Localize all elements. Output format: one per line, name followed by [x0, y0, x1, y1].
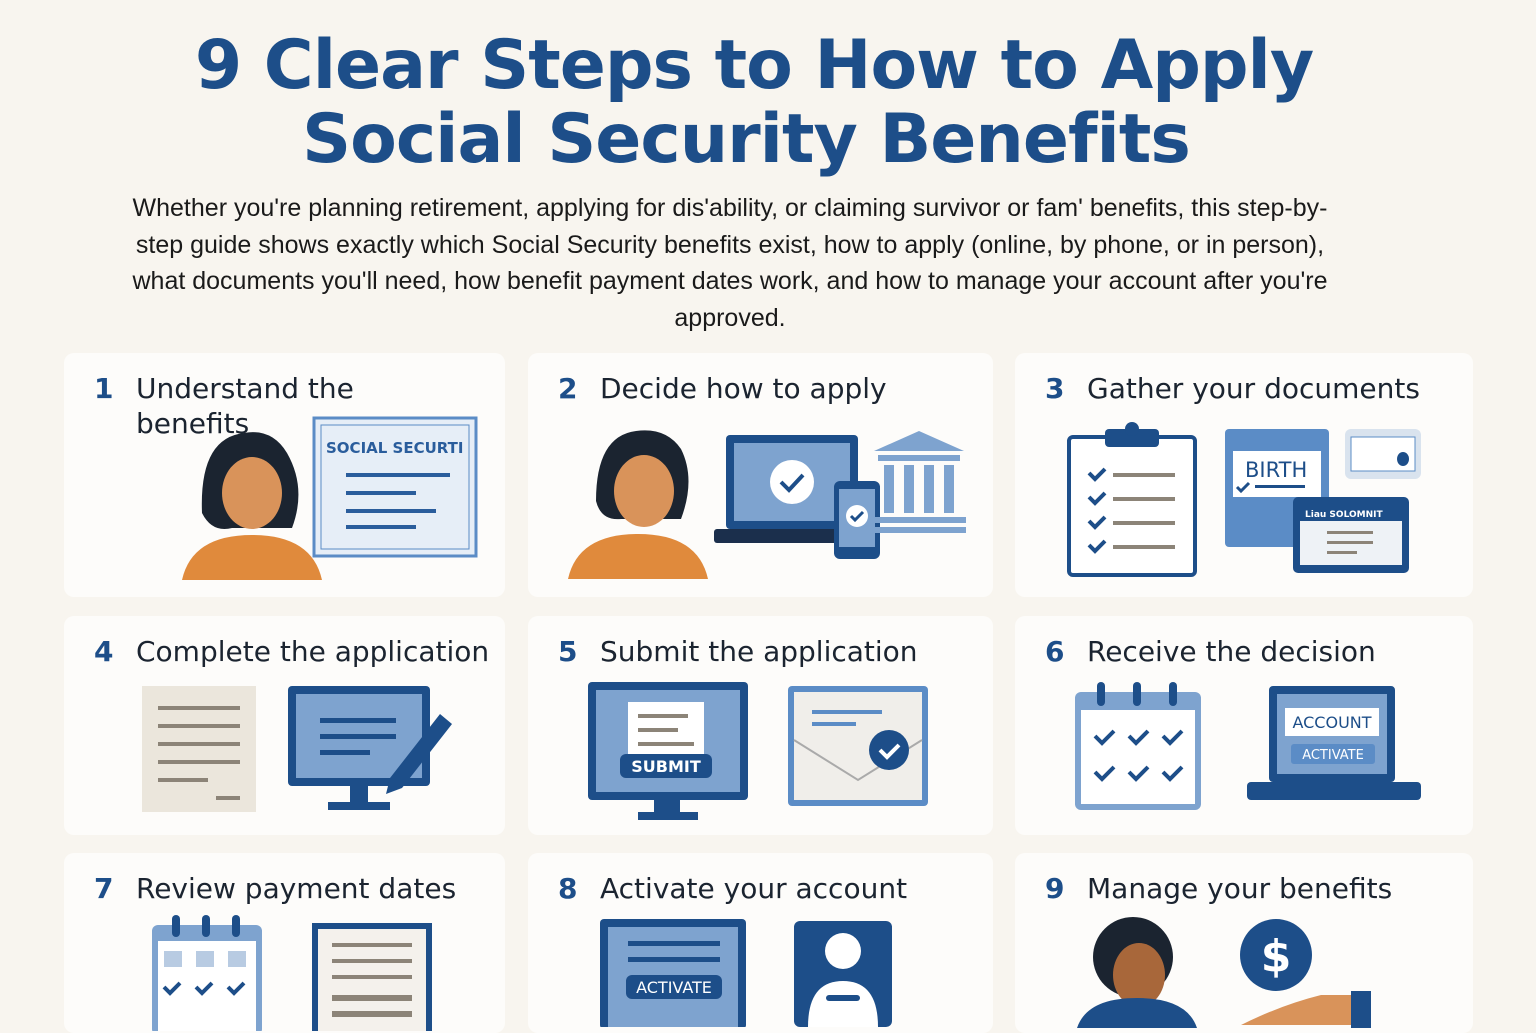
- step-number: 9: [1045, 872, 1065, 905]
- dollar-symbol: $: [1261, 931, 1292, 982]
- step-number: 4: [94, 635, 114, 668]
- step-card-2: 2 Decide how to apply: [528, 353, 993, 597]
- step-label: Understand the benefits: [136, 372, 354, 440]
- step-card-8: 8 Activate your account ACTIVATE: [528, 853, 993, 1033]
- phone-icon: [834, 481, 880, 559]
- step-label: Review payment dates: [136, 872, 457, 905]
- step-label: Decide how to apply: [600, 372, 887, 405]
- birth-certificate-title: BIRTH: [1245, 458, 1307, 482]
- activate-button[interactable]: ACTIVATE: [626, 975, 722, 999]
- activate-label: ACTIVATE: [1302, 748, 1364, 763]
- calendar-icon: [1075, 682, 1201, 810]
- ss-card-title: Liau SOLOMNIT: [1305, 510, 1383, 520]
- dollar-coin-icon: $: [1240, 919, 1312, 991]
- government-building-icon: [866, 431, 966, 533]
- laptop-icon: ACCOUNT ACTIVATE: [1247, 686, 1421, 800]
- submit-label: SUBMIT: [631, 757, 701, 776]
- account-screen-label: ACCOUNT: [1292, 713, 1371, 732]
- step-card-6: 6 Receive the decision ACCOUNT ACTIVATE: [1015, 616, 1473, 835]
- decision-illustration: ACCOUNT ACTIVATE: [1075, 682, 1421, 810]
- computer-monitor-icon: [588, 682, 748, 820]
- user-profile-icon: [794, 921, 892, 1027]
- checklist-clipboard-icon: [1067, 422, 1197, 577]
- social-security-card-icon: Liau SOLOMNIT: [1293, 497, 1409, 573]
- laptop-icon: ACTIVATE: [600, 919, 746, 1027]
- envelope-icon: [788, 686, 928, 806]
- step-card-3: 3 Gather your documents BIRTH Liau SOLOMN…: [1015, 353, 1473, 597]
- step-number: 7: [94, 872, 114, 905]
- step-label: Receive the decision: [1087, 635, 1376, 668]
- step-card-1: 1 Understand the benefits SOCIAL SECURTI: [64, 353, 505, 597]
- step-label: Complete the application: [136, 635, 490, 668]
- page-title-line-2: Social Security Benefits: [302, 100, 1191, 179]
- documents-illustration: BIRTH Liau SOLOMNIT: [1067, 422, 1421, 577]
- person-with-card-illustration: SOCIAL SECURTI: [182, 416, 478, 580]
- activate-account-illustration: ACTIVATE: [600, 919, 892, 1027]
- person-icon: [1077, 917, 1197, 1028]
- page-title-line-1: 9 Clear Steps to How to Apply: [194, 26, 1314, 105]
- intro-text: Whether you're planning retirement, appl…: [132, 194, 1328, 332]
- step-label: Manage your benefits: [1087, 872, 1393, 905]
- laptop-icon: [714, 435, 870, 543]
- activate-button[interactable]: ACTIVATE: [1291, 744, 1375, 764]
- payment-dates-illustration: [152, 915, 432, 1031]
- step-card-7: 7 Review payment dates: [64, 853, 505, 1033]
- social-security-card-icon: SOCIAL SECURTI: [312, 416, 478, 558]
- step-number: 2: [558, 372, 578, 405]
- application-illustration: [142, 686, 452, 812]
- step-number: 5: [558, 635, 578, 668]
- submit-button[interactable]: SUBMIT: [620, 754, 712, 778]
- calendar-icon: [152, 915, 262, 1031]
- activate-label: ACTIVATE: [636, 978, 712, 997]
- person-icon: [182, 432, 322, 580]
- step-number: 6: [1045, 635, 1065, 668]
- step-number: 1: [94, 372, 114, 405]
- step-card-5: 5 Submit the application SUBMIT: [528, 616, 993, 835]
- paper-form-icon: [142, 686, 256, 812]
- computer-monitor-icon: [288, 686, 430, 810]
- step-number: 8: [558, 872, 578, 905]
- step-label: Submit the application: [600, 635, 918, 668]
- step-card-4: 4 Complete the application: [64, 616, 505, 835]
- step-number: 3: [1045, 372, 1065, 405]
- person-icon: [568, 430, 708, 579]
- card-title: SOCIAL SECURTI: [326, 439, 463, 457]
- manage-benefits-illustration: $: [1077, 917, 1371, 1028]
- step-label: Gather your documents: [1087, 372, 1420, 405]
- apply-methods-illustration: [568, 430, 966, 579]
- id-card-icon: [1345, 429, 1421, 479]
- step-card-9: 9 Manage your benefits $: [1015, 853, 1473, 1033]
- statement-document-icon: [312, 923, 432, 1031]
- step-label: Activate your account: [600, 872, 908, 905]
- hand-icon: [1241, 991, 1371, 1028]
- pen-icon: [386, 714, 452, 794]
- submit-illustration: SUBMIT: [588, 682, 928, 820]
